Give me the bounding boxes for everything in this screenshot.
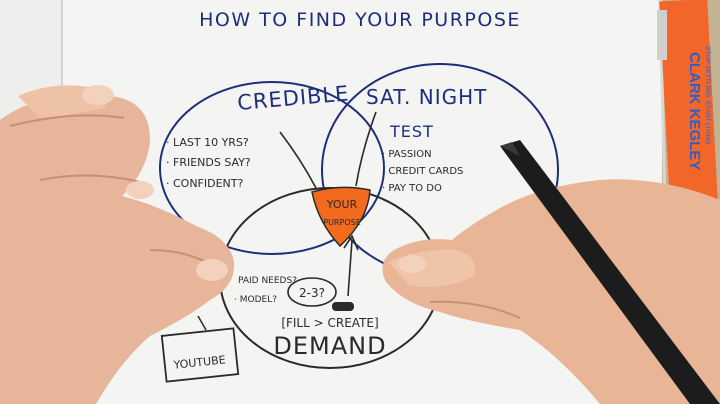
purpose-line1: YOUR [326, 198, 358, 211]
demand-question: 2-3? [299, 286, 325, 300]
credible-item-3: · CONFIDENT? [166, 177, 244, 190]
demand-item-1: PAID NEEDS? [238, 276, 297, 286]
credible-item-2: · FRIENDS SAY? [166, 156, 251, 169]
sat-night-item-3: · PAY TO DO [382, 183, 442, 194]
demand-heading: DEMAND [273, 332, 386, 360]
brand-name: CLARK KEGLEY [686, 52, 703, 170]
sat-night-item-2: · CREDIT CARDS [382, 166, 463, 177]
sat-night-item-1: · PASSION [382, 149, 432, 160]
scribble-mark [332, 302, 354, 311]
demand-item-2: · MODEL? [234, 295, 277, 305]
demand-bracket-note: [FILL > CREATE] [281, 316, 378, 330]
sat-night-subheading: TEST [389, 122, 434, 141]
page-title: HOW TO FIND YOUR PURPOSE [199, 9, 521, 31]
purpose-line2: PURPOSE [323, 218, 361, 227]
credible-item-1: · LAST 10 YRS? [166, 136, 249, 149]
sat-night-heading: SAT. NIGHT [366, 85, 487, 109]
brand-tagline: STOP SETTLING. START LIVING [704, 46, 711, 144]
